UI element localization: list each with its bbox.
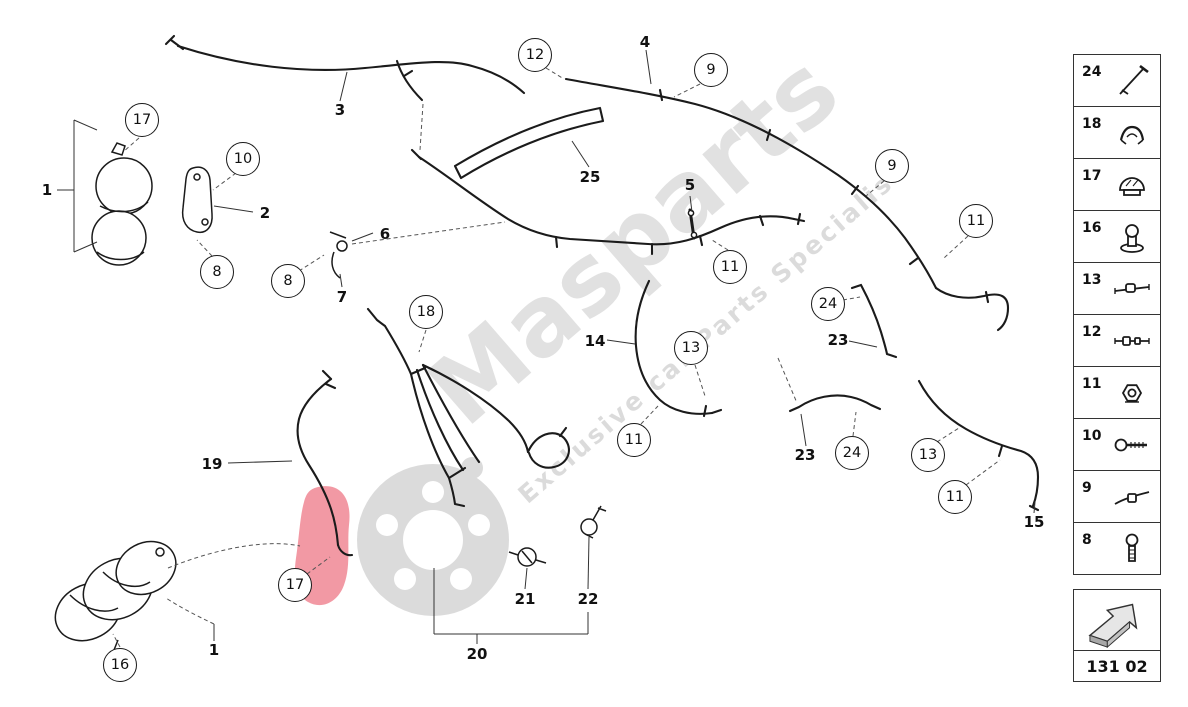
callout-11[interactable]: 11 bbox=[938, 480, 972, 514]
callout-13[interactable]: 13 bbox=[674, 331, 708, 365]
part-code-box: 131 02 bbox=[1073, 650, 1161, 682]
sidebar-part-number: 24 bbox=[1082, 64, 1102, 80]
hose-line-icon bbox=[1110, 477, 1154, 517]
retaining-clip-icon bbox=[1110, 113, 1154, 153]
part-label-23: 23 bbox=[827, 331, 849, 349]
union-nut-icon bbox=[1110, 373, 1154, 413]
part-label-2: 2 bbox=[259, 204, 271, 222]
sidebar-part-number: 12 bbox=[1082, 324, 1102, 340]
part-label-1: 1 bbox=[208, 641, 220, 659]
part-label-3: 3 bbox=[334, 101, 346, 119]
sidebar-part-18[interactable]: 18 bbox=[1073, 106, 1161, 159]
callout-12[interactable]: 12 bbox=[518, 38, 552, 72]
sidebar-part-13[interactable]: 13 bbox=[1073, 262, 1161, 315]
sidebar-part-24[interactable]: 24 bbox=[1073, 54, 1161, 107]
connector-hose-icon bbox=[1110, 321, 1154, 361]
sidebar-part-16[interactable]: 16 bbox=[1073, 210, 1161, 263]
part-label-23: 23 bbox=[794, 446, 816, 464]
watermark-logo bbox=[294, 457, 509, 616]
part-label-20: 20 bbox=[466, 645, 488, 663]
pan-head-screw-icon bbox=[1110, 425, 1154, 465]
callout-8[interactable]: 8 bbox=[200, 255, 234, 289]
part-label-25: 25 bbox=[579, 168, 601, 186]
sidebar-part-12[interactable]: 12 bbox=[1073, 314, 1161, 367]
part-label-5: 5 bbox=[684, 176, 696, 194]
part-label-19: 19 bbox=[201, 455, 223, 473]
sidebar-part-number: 13 bbox=[1082, 272, 1102, 288]
callout-11[interactable]: 11 bbox=[713, 250, 747, 284]
sidebar-part-number: 17 bbox=[1082, 168, 1102, 184]
callout-10[interactable]: 10 bbox=[226, 142, 260, 176]
vacuum-hose-icon bbox=[1110, 61, 1154, 101]
sidebar-part-8[interactable]: 8 bbox=[1073, 522, 1161, 575]
callout-24[interactable]: 24 bbox=[835, 436, 869, 470]
part-label-22: 22 bbox=[577, 590, 599, 608]
callout-24[interactable]: 24 bbox=[811, 287, 845, 321]
callout-18[interactable]: 18 bbox=[409, 295, 443, 329]
part-label-6: 6 bbox=[379, 225, 391, 243]
part-code: 131 02 bbox=[1086, 656, 1148, 676]
part-label-21: 21 bbox=[514, 590, 536, 608]
part-label-15: 15 bbox=[1023, 513, 1045, 531]
leader-lines bbox=[57, 49, 1036, 644]
callout-17[interactable]: 17 bbox=[125, 103, 159, 137]
component-parts bbox=[54, 142, 698, 651]
sidebar-part-number: 10 bbox=[1082, 428, 1102, 444]
sidebar-part-number: 16 bbox=[1082, 220, 1102, 236]
sidebar-part-number: 8 bbox=[1082, 532, 1092, 548]
direction-arrow-box bbox=[1073, 589, 1161, 651]
socket-bolt-icon bbox=[1110, 529, 1154, 569]
callout-17[interactable]: 17 bbox=[278, 568, 312, 602]
sidebar-part-10[interactable]: 10 bbox=[1073, 418, 1161, 471]
sidebar-part-number: 18 bbox=[1082, 116, 1102, 132]
callout-13[interactable]: 13 bbox=[911, 438, 945, 472]
connector-hose-icon bbox=[1110, 269, 1154, 309]
part-label-4: 4 bbox=[639, 33, 651, 51]
callout-11[interactable]: 11 bbox=[617, 423, 651, 457]
dashed-leader-lines bbox=[112, 67, 1001, 648]
callout-16[interactable]: 16 bbox=[103, 648, 137, 682]
vacuum-valve-icon bbox=[1110, 217, 1154, 257]
part-label-1: 1 bbox=[41, 181, 53, 199]
callout-11[interactable]: 11 bbox=[959, 204, 993, 238]
sidebar-part-number: 11 bbox=[1082, 376, 1102, 392]
sidebar-part-number: 9 bbox=[1082, 480, 1092, 496]
vacuum-hoses bbox=[164, 34, 1040, 557]
callout-9[interactable]: 9 bbox=[694, 53, 728, 87]
part-label-7: 7 bbox=[336, 288, 348, 306]
rubber-grommet-icon bbox=[1110, 165, 1154, 205]
sidebar-part-17[interactable]: 17 bbox=[1073, 158, 1161, 211]
sidebar-part-11[interactable]: 11 bbox=[1073, 366, 1161, 419]
sidebar-part-9[interactable]: 9 bbox=[1073, 470, 1161, 523]
part-label-14: 14 bbox=[584, 332, 606, 350]
callout-9[interactable]: 9 bbox=[875, 149, 909, 183]
direction-arrow-icon bbox=[1088, 603, 1138, 649]
callout-8[interactable]: 8 bbox=[271, 264, 305, 298]
parts-sidebar: 24 18 17 bbox=[1073, 54, 1161, 682]
